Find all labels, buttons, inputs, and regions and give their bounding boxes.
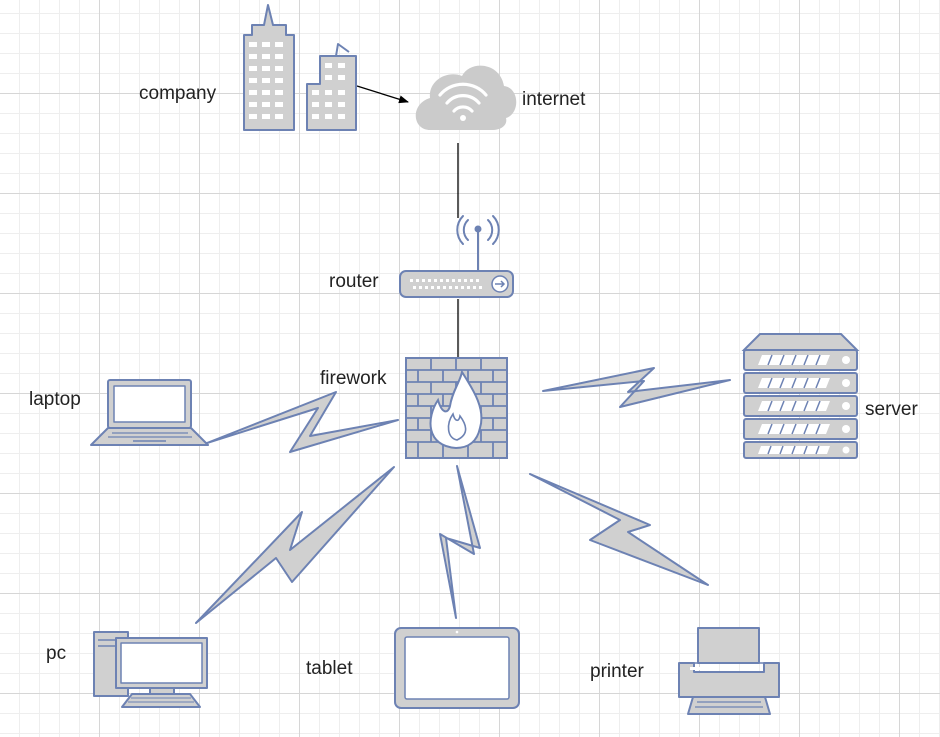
flame-icon (429, 369, 483, 450)
router-label: router (329, 271, 379, 292)
wireless-link-laptop (206, 391, 399, 453)
laptop-label: laptop (29, 389, 81, 410)
pc-label: pc (46, 643, 67, 664)
tablet-label: tablet (306, 658, 353, 679)
desktop-pc-icon (93, 631, 208, 708)
office-buildings-icon (243, 4, 357, 131)
wireless-link-printer (529, 473, 709, 586)
server-label: server (865, 399, 918, 420)
internet-label: internet (522, 89, 586, 110)
tablet-icon (394, 627, 520, 709)
wireless-link-server (542, 367, 731, 408)
firewall-label: firework (320, 368, 387, 389)
wireless-router-icon (399, 215, 514, 298)
laptop-icon (90, 379, 209, 446)
cloud-wifi-icon (415, 65, 517, 130)
firewall-icon (405, 357, 508, 459)
edge-company-internet (356, 85, 409, 104)
server-rack-icon (741, 333, 860, 459)
printer-icon (678, 627, 780, 715)
wireless-link-tablet (439, 465, 481, 619)
company-label: company (139, 83, 217, 104)
printer-label: printer (590, 661, 644, 682)
wireless-link-pc (195, 466, 395, 624)
